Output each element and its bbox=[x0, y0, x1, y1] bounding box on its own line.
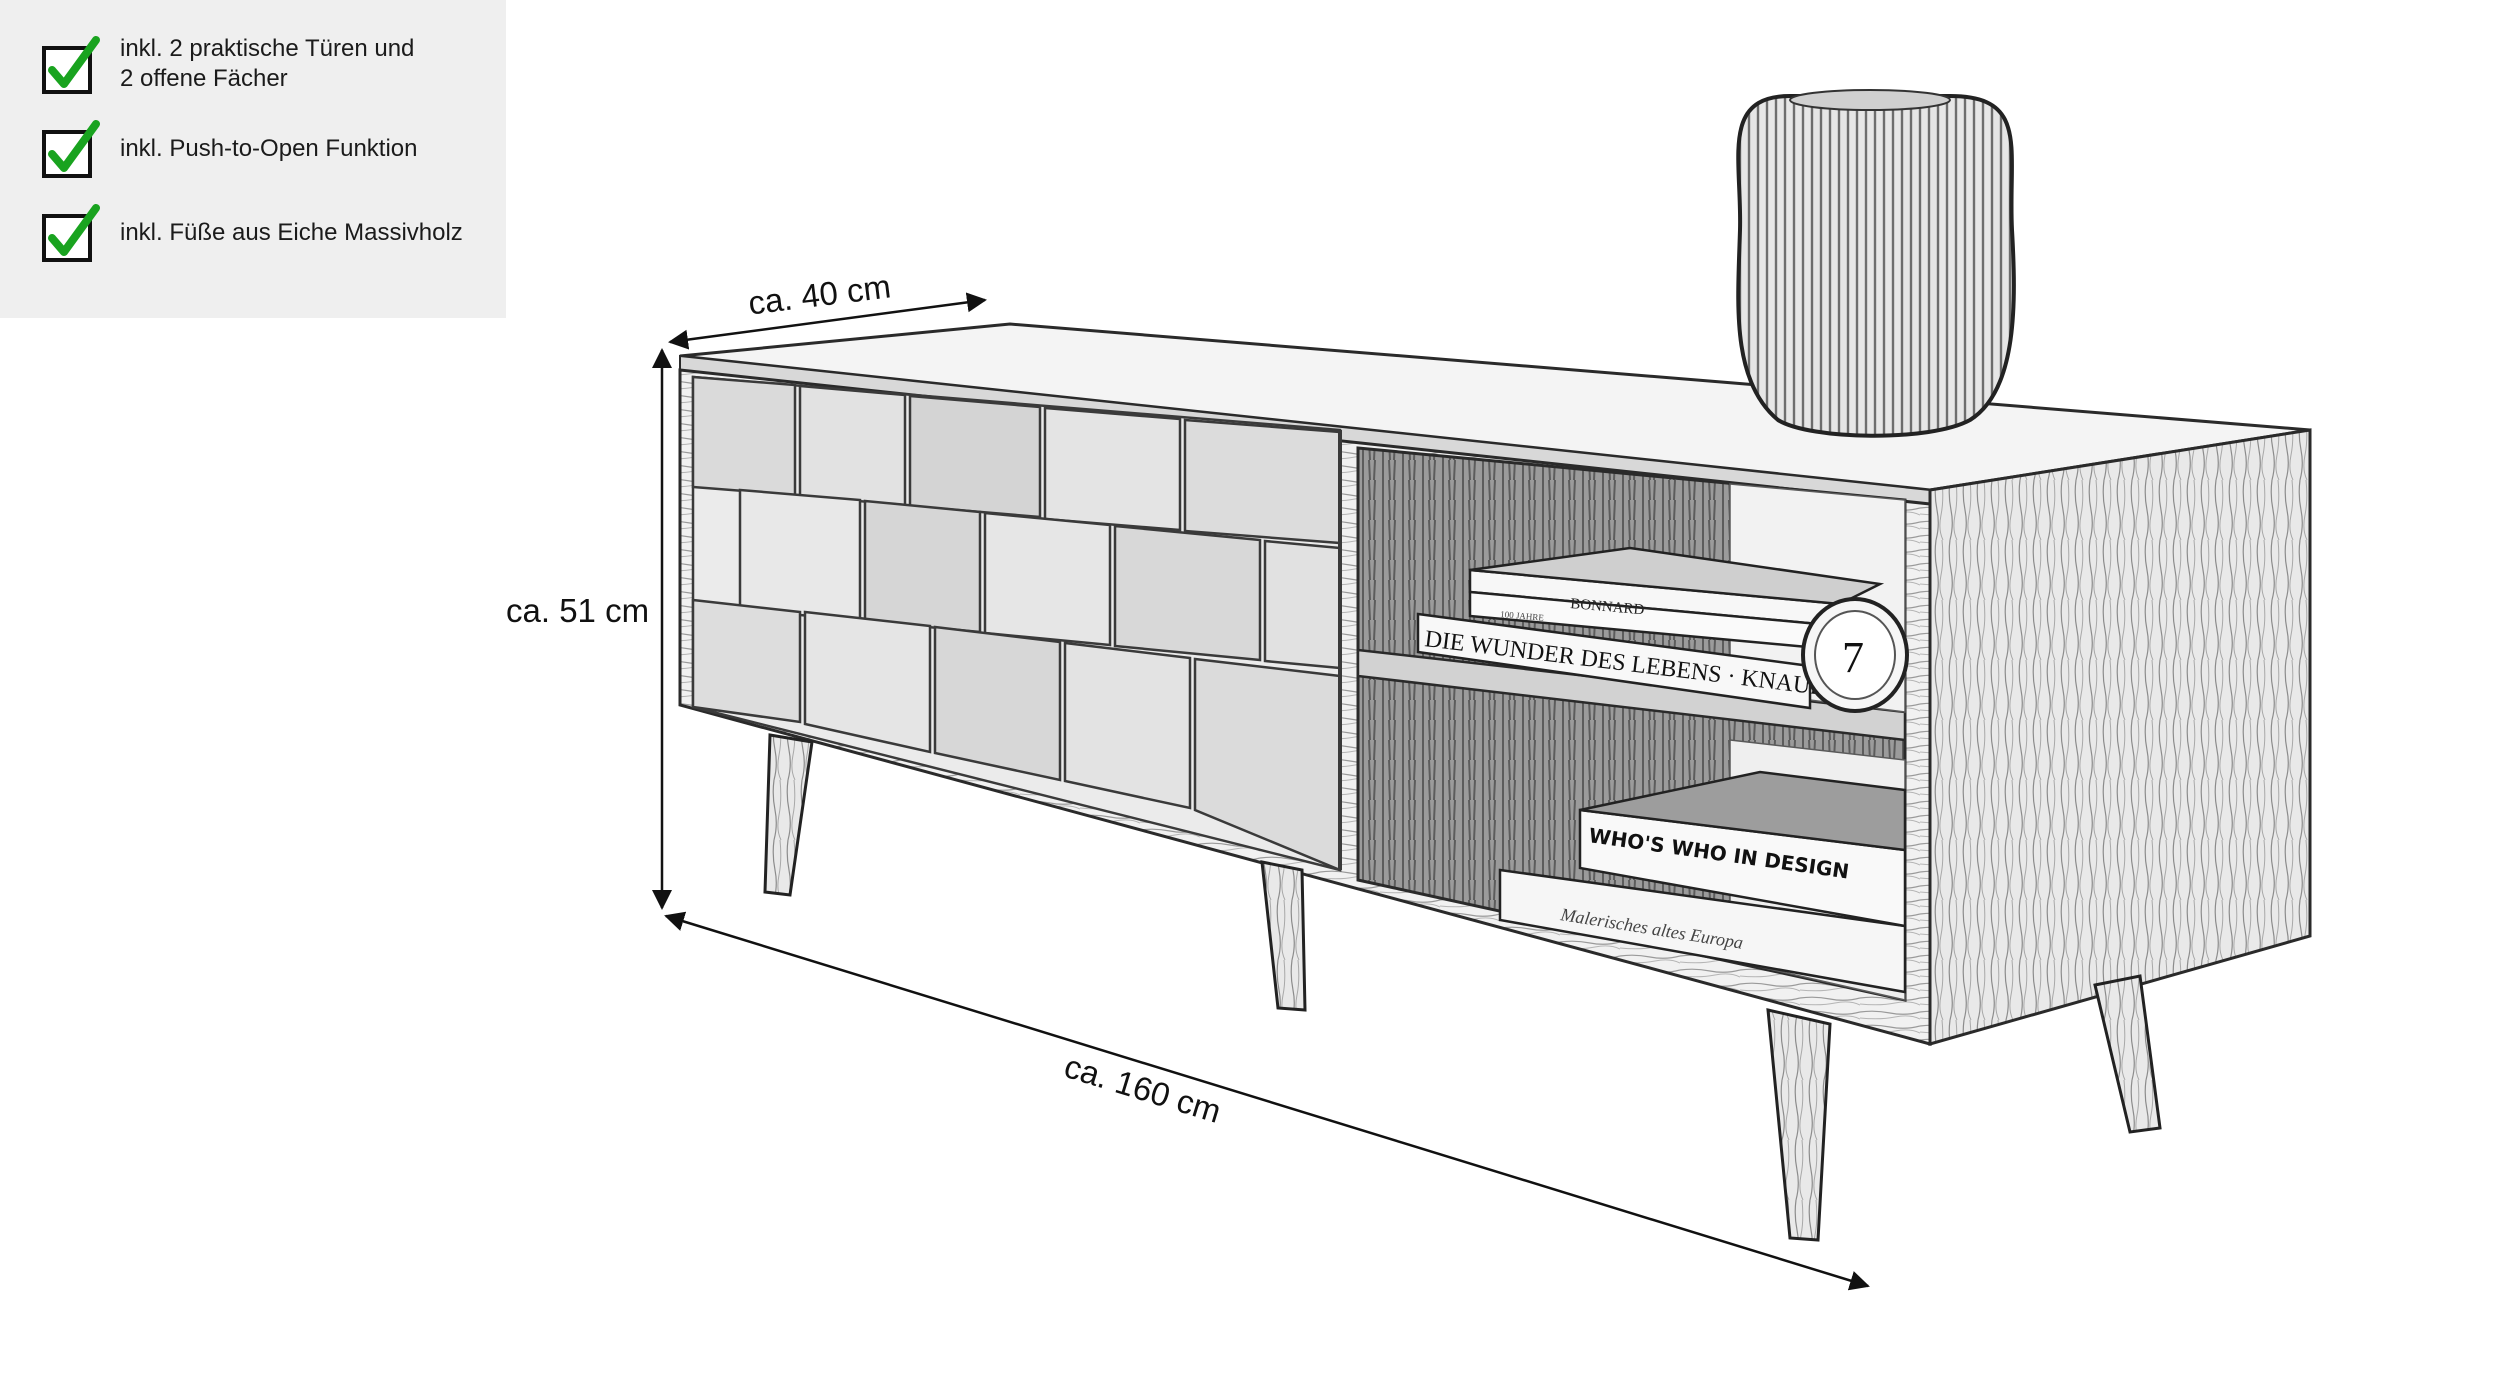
clock-decor: 7 bbox=[1801, 597, 1909, 713]
leg-front-left bbox=[763, 733, 814, 897]
checkmark-box-icon bbox=[42, 36, 100, 94]
dimension-line-width bbox=[664, 911, 1870, 1291]
feature-item-push-to-open: inkl. Push-to-Open Funktion bbox=[40, 118, 417, 180]
feature-item-oak-feet: inkl. Füße aus Eiche Massivholz bbox=[40, 202, 463, 264]
cabinet-side bbox=[1928, 428, 2312, 1046]
book-subtitle: 100 JAHRE bbox=[1500, 609, 1545, 623]
checkmark-box-icon bbox=[42, 120, 100, 178]
leg-back-right bbox=[2093, 974, 2162, 1134]
book-title-bonnard: BONNARD bbox=[1570, 596, 1645, 618]
feature-text: inkl. 2 praktische Türen und 2 offene Fä… bbox=[120, 35, 415, 92]
feature-text: inkl. Push-to-Open Funktion bbox=[120, 135, 418, 162]
leg-front-middle bbox=[1260, 860, 1307, 1012]
leg-front-right bbox=[1766, 1008, 1832, 1242]
feature-panel: inkl. 2 praktische Türen und 2 offene Fä… bbox=[0, 0, 506, 318]
checkmark-box-icon bbox=[42, 204, 100, 262]
clock-number: 7 bbox=[1842, 633, 1864, 682]
dimension-label-height: ca. 51 cm bbox=[506, 592, 650, 629]
door-block-pattern bbox=[691, 375, 1342, 872]
feature-text: inkl. Füße aus Eiche Massivholz bbox=[120, 219, 463, 246]
dimension-line-depth bbox=[668, 292, 987, 350]
book-stack-upper bbox=[1416, 546, 1885, 710]
feature-item-doors: inkl. 2 praktische Türen und 2 offene Fä… bbox=[40, 34, 414, 96]
vase-decor bbox=[1736, 89, 2016, 438]
